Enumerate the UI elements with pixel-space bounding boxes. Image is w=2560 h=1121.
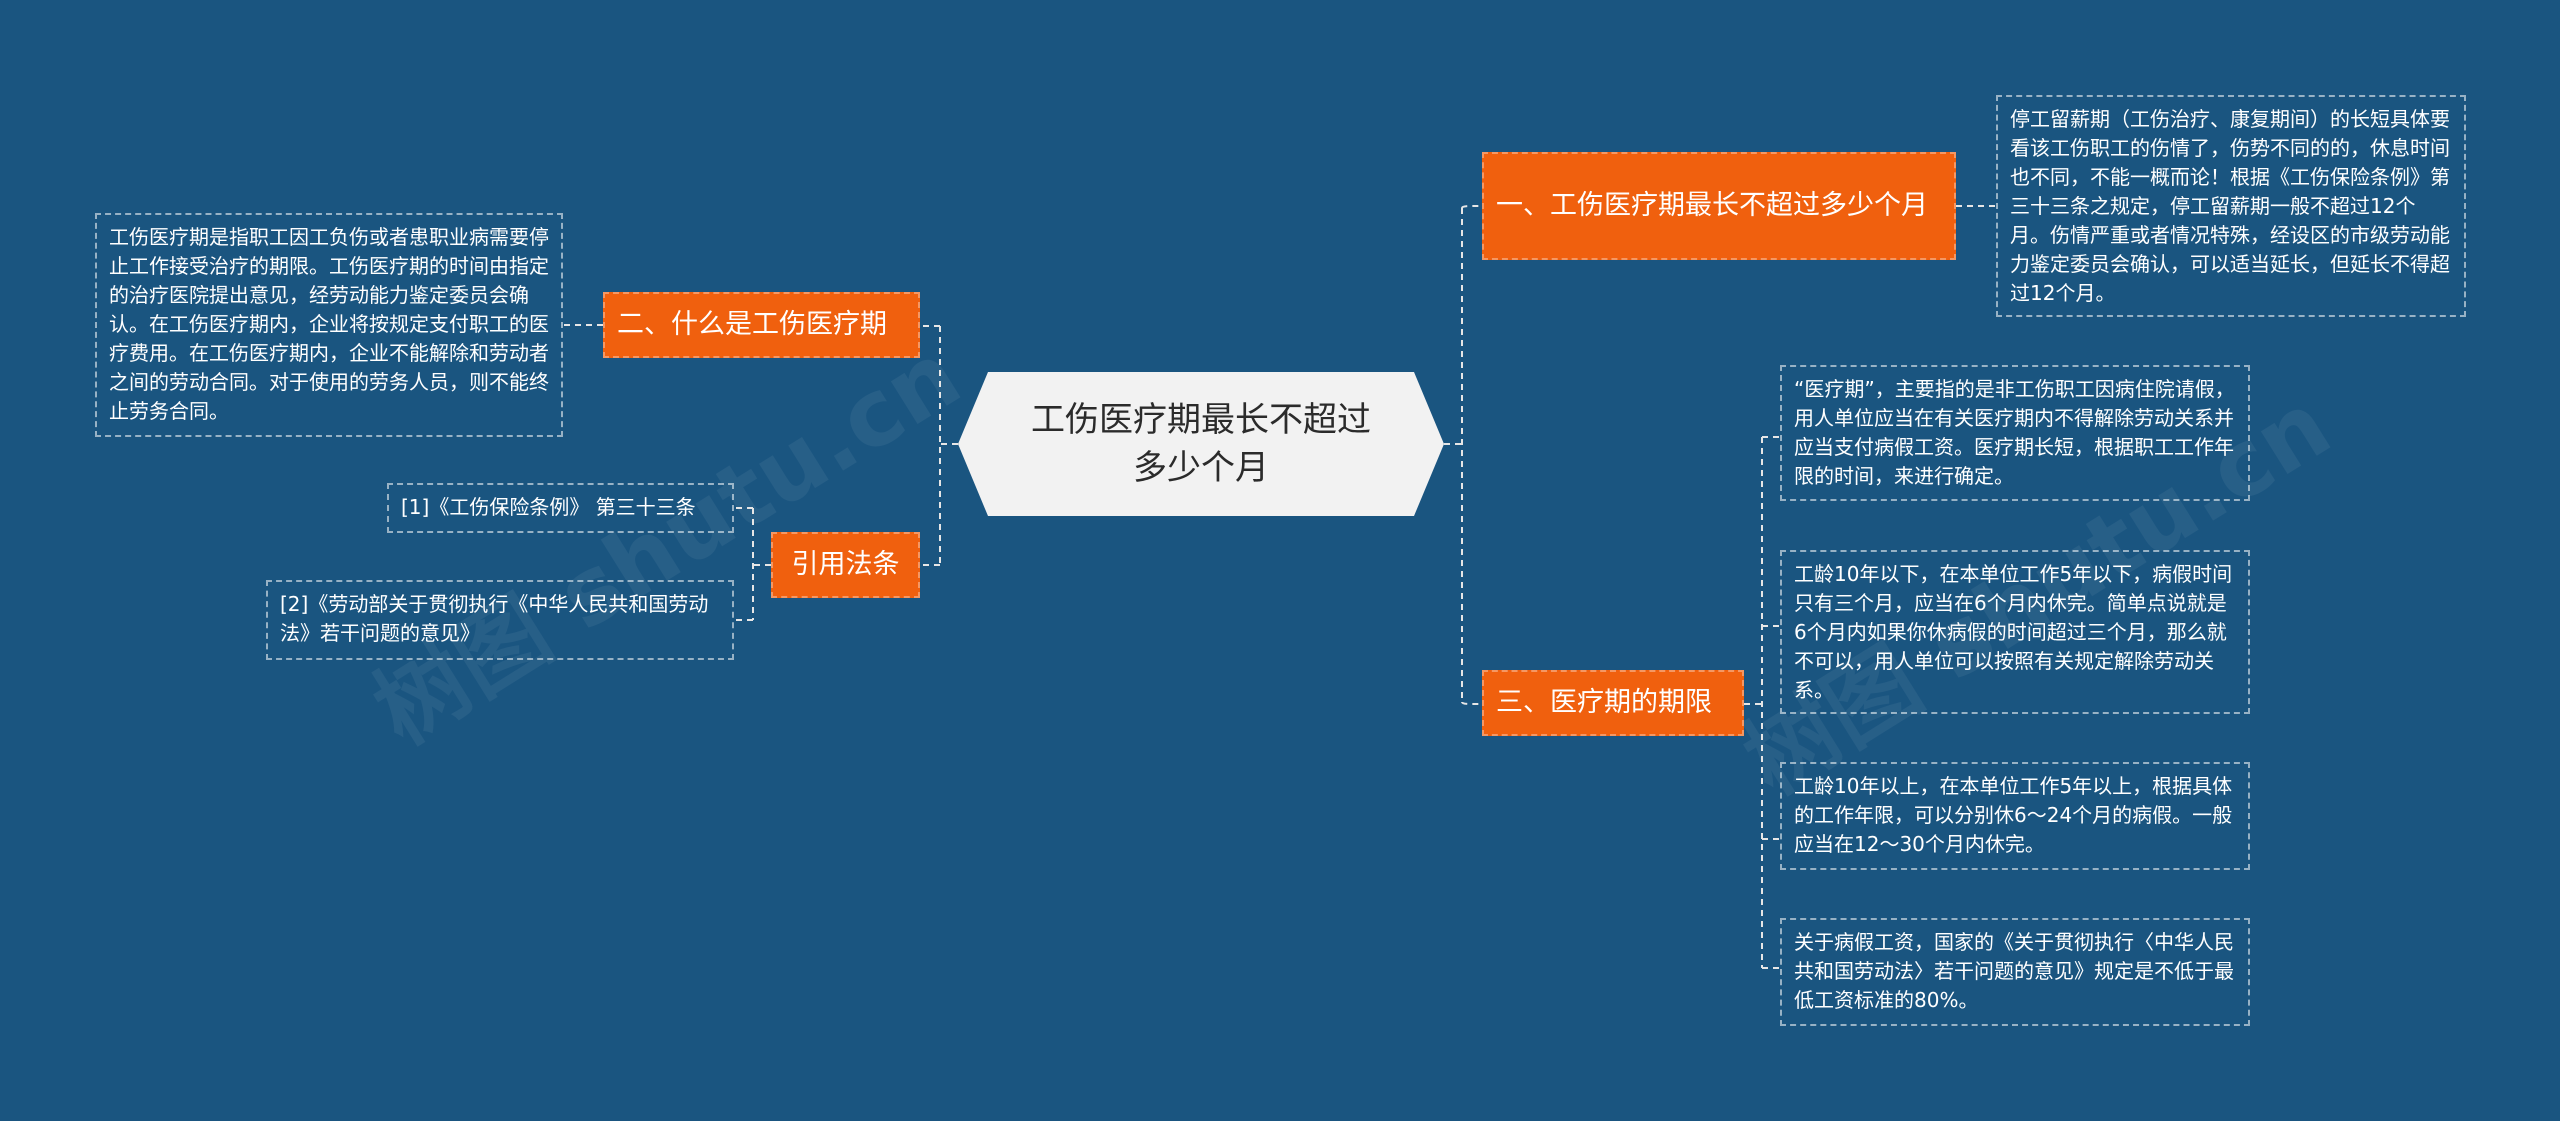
leaf-text: 关于病假工资，国家的《关于贯彻执行〈中华人民共和国劳动法〉若干问题的意见》规定是… bbox=[1794, 930, 2234, 1012]
branch-4-topic[interactable]: 引用法条 bbox=[771, 532, 920, 598]
branch-3-leaf-2[interactable]: 工龄10年以下，在本单位工作5年以下，病假时间只有三个月，应当在6个月内休完。简… bbox=[1780, 550, 2250, 714]
leaf-text: 工伤医疗期是指职工因工负伤或者患职业病需要停止工作接受治疗的期限。工伤医疗期的时… bbox=[109, 225, 549, 423]
leaf-text: 停工留薪期（工伤治疗、康复期间）的长短具体要看该工伤职工的伤情了，伤势不同的的，… bbox=[2010, 107, 2450, 305]
leaf-text: [2]《劳动部关于贯彻执行《中华人民共和国劳动法》若干问题的意见》 bbox=[280, 592, 709, 645]
connector-b4-trunk bbox=[734, 507, 771, 621]
branch-3-label: 三、医疗期的期限 bbox=[1496, 687, 1712, 718]
branch-2-leaf-1[interactable]: 工伤医疗期是指职工因工负伤或者患职业病需要停止工作接受治疗的期限。工伤医疗期的时… bbox=[95, 213, 563, 437]
branch-3-leaf-4[interactable]: 关于病假工资，国家的《关于贯彻执行〈中华人民共和国劳动法〉若干问题的意见》规定是… bbox=[1780, 918, 2250, 1026]
root-topic[interactable]: 工伤医疗期最长不超过多少个月 bbox=[958, 372, 1444, 516]
branch-3-topic[interactable]: 三、医疗期的期限 bbox=[1482, 670, 1744, 736]
branch-4-leaf-1[interactable]: [1]《工伤保险条例》 第三十三条 bbox=[387, 483, 734, 533]
connector-root-left-trunk bbox=[920, 325, 958, 566]
root-topic-text: 工伤医疗期最长不超过多少个月 bbox=[1031, 400, 1371, 488]
branch-3-leaf-3[interactable]: 工龄10年以上，在本单位工作5年以上，根据具体的工作年限，可以分别休6～24个月… bbox=[1780, 762, 2250, 870]
branch-2-label: 二、什么是工伤医疗期 bbox=[617, 309, 887, 340]
leaf-text: “医疗期”，主要指的是非工伤职工因病住院请假，用人单位应当在有关医疗期内不得解除… bbox=[1794, 377, 2235, 488]
branch-1-label: 一、工伤医疗期最长不超过多少个月 bbox=[1496, 190, 1928, 221]
leaf-text: 工龄10年以上，在本单位工作5年以上，根据具体的工作年限，可以分别休6～24个月… bbox=[1794, 774, 2233, 856]
branch-1-leaf-1[interactable]: 停工留薪期（工伤治疗、康复期间）的长短具体要看该工伤职工的伤情了，伤势不同的的，… bbox=[1996, 95, 2466, 317]
branch-4-label: 引用法条 bbox=[791, 549, 900, 580]
branch-1-topic[interactable]: 一、工伤医疗期最长不超过多少个月 bbox=[1482, 152, 1956, 260]
connector-b3-trunk bbox=[1744, 436, 1780, 969]
branch-2-topic[interactable]: 二、什么是工伤医疗期 bbox=[603, 292, 920, 358]
leaf-text: 工龄10年以下，在本单位工作5年以下，病假时间只有三个月，应当在6个月内休完。简… bbox=[1794, 562, 2233, 702]
leaf-text: [1]《工伤保险条例》 第三十三条 bbox=[401, 495, 696, 519]
connector-root-right bbox=[1444, 444, 1462, 1121]
branch-3-leaf-1[interactable]: “医疗期”，主要指的是非工伤职工因病住院请假，用人单位应当在有关医疗期内不得解除… bbox=[1780, 365, 2250, 501]
branch-4-leaf-2[interactable]: [2]《劳动部关于贯彻执行《中华人民共和国劳动法》若干问题的意见》 bbox=[266, 580, 734, 660]
connector-root-right-trunk bbox=[1444, 205, 1482, 705]
